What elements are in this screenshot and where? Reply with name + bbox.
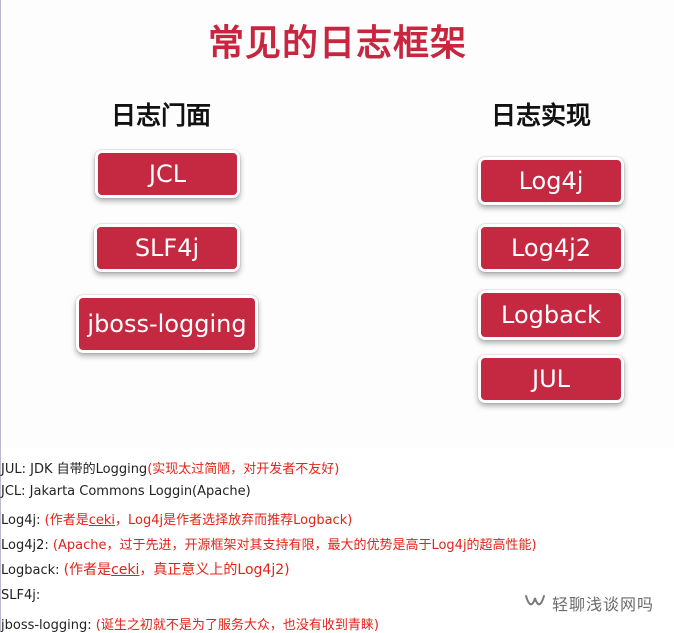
- note-remark-post: ，Log4j是作者选择放弃而推荐Logback): [115, 513, 353, 528]
- note-log4j2: Log4j2: (Apache，过于先进，开源框架对其支持有限，最大的优势是高于…: [1, 534, 537, 553]
- wechat-channel-icon: [524, 592, 546, 614]
- note-remark: (Apache，过于先进，开源框架对其支持有限，最大的优势是高于Log4j的超高…: [52, 538, 537, 553]
- watermark-text: 轻聊浅谈网吗: [552, 595, 655, 614]
- slide-title: 常见的日志框架: [207, 23, 467, 64]
- facade-jboss-logging: jboss-logging: [76, 295, 258, 353]
- author-link[interactable]: ceki: [111, 562, 140, 578]
- note-jcl: JCL: Jakarta Commons Loggin(Apache): [1, 484, 251, 499]
- note-desc: :: [35, 588, 41, 603]
- note-name: Log4j2: [1, 538, 45, 553]
- note-desc: : Jakarta Commons Loggin(Apache): [21, 484, 251, 499]
- author-link[interactable]: ceki: [88, 513, 115, 528]
- slide-image: 常见的日志框架 日志门面 日志实现 JCL SLF4j jboss-loggin…: [1, 0, 674, 448]
- impl-heading: 日志实现: [491, 101, 592, 130]
- impl-jul: JUL: [478, 355, 624, 403]
- note-desc: : JDK 自带的Logging: [21, 462, 148, 477]
- note-remark: (实现太过简陋，对开发者不友好): [147, 462, 340, 477]
- note-jboss: jboss-logging: (诞生之初就不是为了服务大众，也没有收到青睐): [1, 614, 379, 633]
- impl-log4j2: Log4j2: [478, 224, 624, 272]
- note-name: jboss-logging: [1, 618, 88, 633]
- watermark: 轻聊浅谈网吗: [524, 591, 654, 615]
- note-name: Log4j: [1, 513, 37, 528]
- note-name: JCL: [1, 484, 22, 499]
- note-remark-pre: (作者是: [44, 513, 89, 528]
- note-remark: (诞生之初就不是为了服务大众，也没有收到青睐): [95, 618, 379, 633]
- note-name: JUL: [1, 462, 22, 477]
- note-remark-pre: (作者是: [63, 562, 112, 578]
- facade-jcl: JCL: [95, 150, 240, 198]
- left-border: [0, 0, 1, 632]
- facade-heading: 日志门面: [111, 101, 212, 130]
- note-desc: :: [87, 618, 96, 633]
- note-name: SLF4j: [1, 588, 36, 603]
- note-jul: JUL: JDK 自带的Logging(实现太过简陋，对开发者不友好): [1, 458, 339, 477]
- note-log4j: Log4j: (作者是ceki，Log4j是作者选择放弃而推荐Logback): [1, 509, 352, 528]
- note-slf4j: SLF4j:: [1, 588, 40, 603]
- note-remark-post: ，真正意义上的Log4j2): [139, 562, 290, 578]
- impl-log4j: Log4j: [478, 157, 624, 205]
- note-name: Logback: [1, 563, 56, 578]
- impl-logback: Logback: [478, 290, 624, 340]
- facade-slf4j: SLF4j: [94, 224, 240, 272]
- note-desc: :: [55, 563, 64, 578]
- note-desc: :: [36, 513, 45, 528]
- note-desc: :: [44, 538, 53, 553]
- note-logback: Logback: (作者是ceki，真正意义上的Log4j2): [1, 559, 290, 579]
